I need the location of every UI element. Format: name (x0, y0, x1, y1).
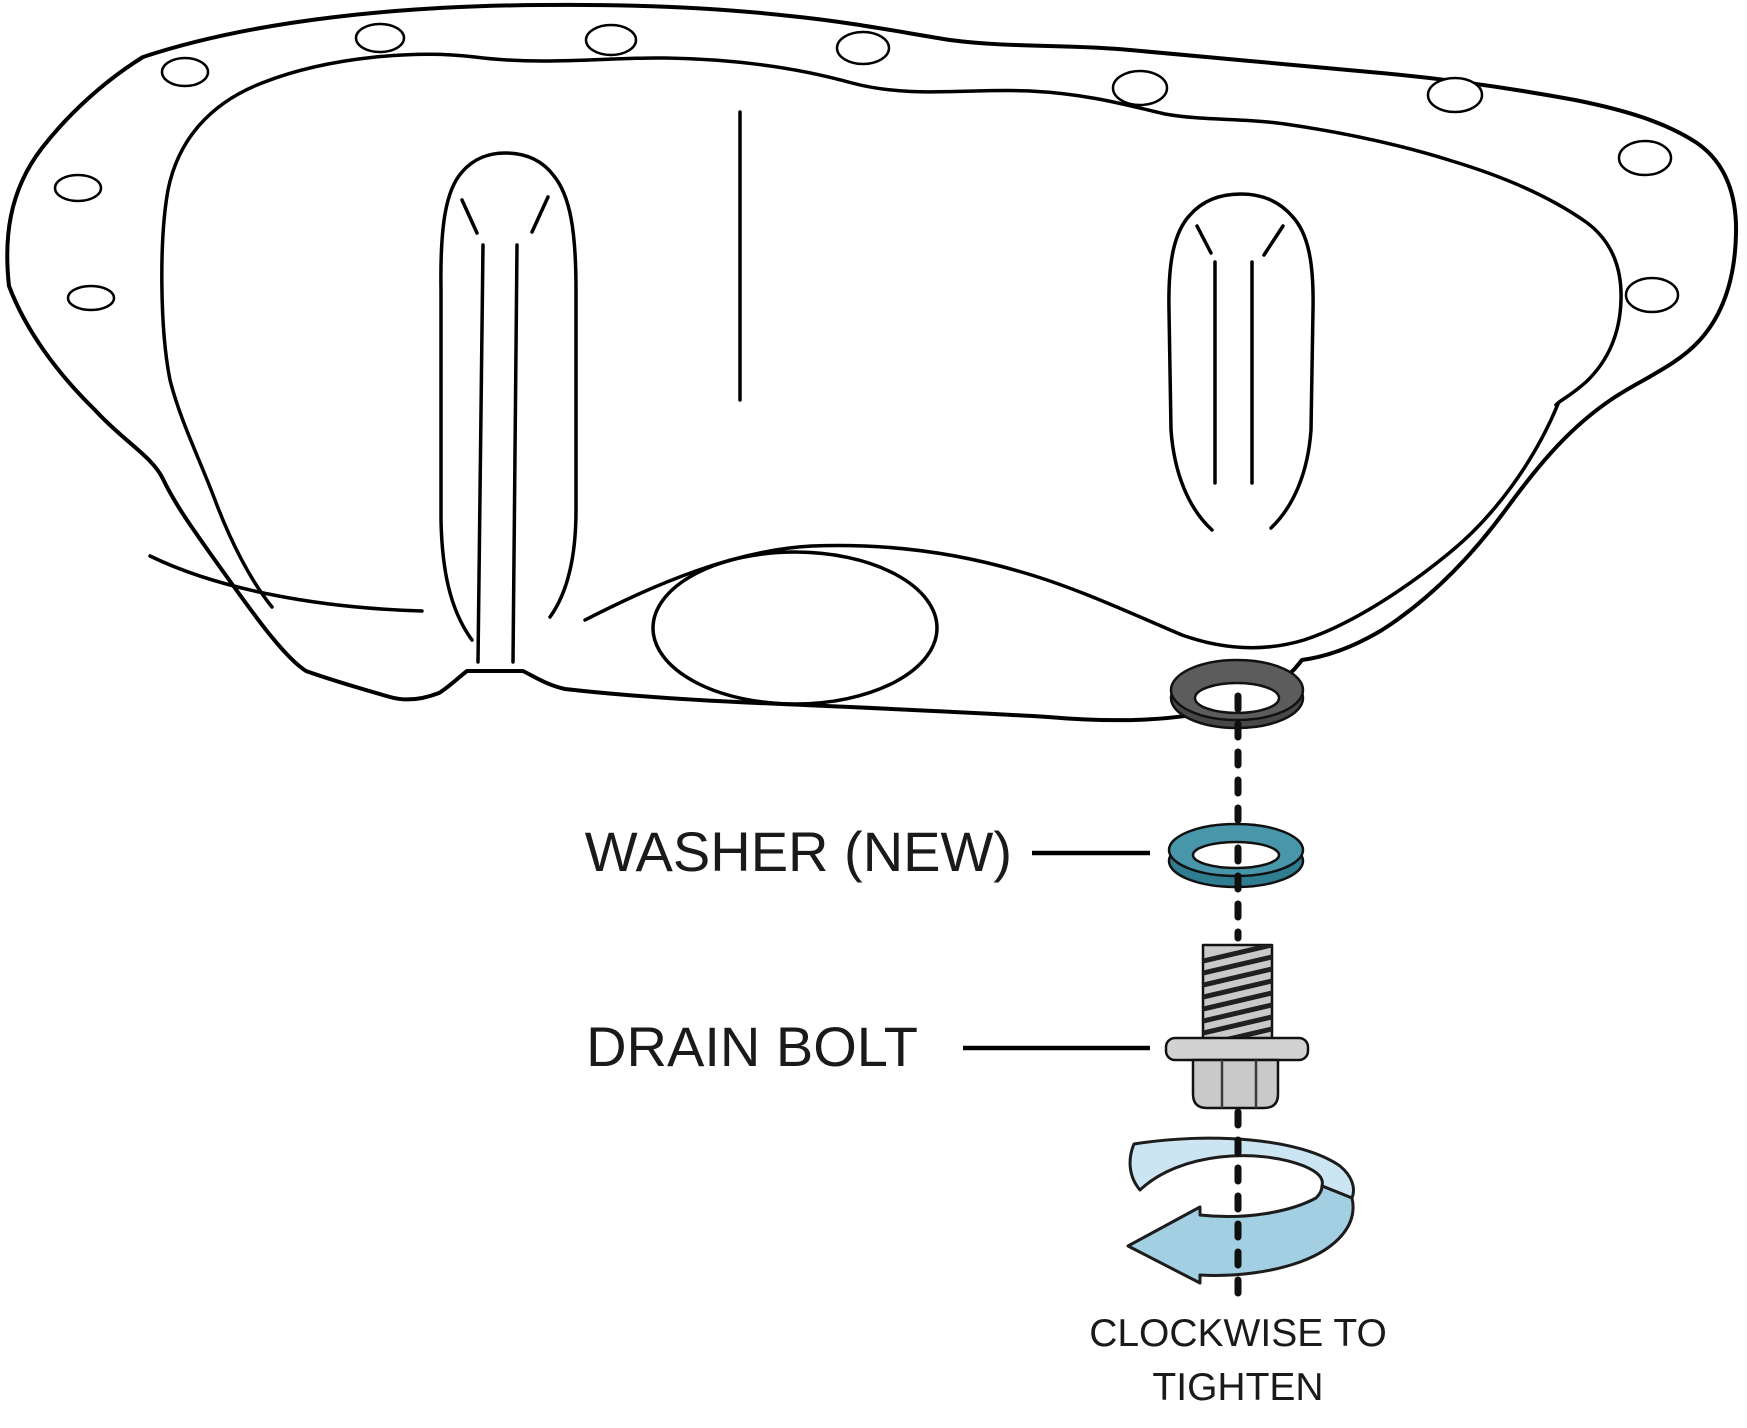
rib-left-crease-1 (476, 243, 485, 664)
drain-bolt (1164, 943, 1310, 1110)
rotation-note-line1: CLOCKWISE TO (1089, 1312, 1387, 1355)
bolt-hole (584, 23, 638, 57)
bolt-hole (1617, 139, 1673, 177)
bolt-flange (1164, 1036, 1310, 1062)
rib-left-tick-left (460, 198, 479, 235)
bolt-hex-head (1191, 1058, 1280, 1110)
bolt-hole (1111, 69, 1169, 107)
bolt-hole (1426, 76, 1484, 114)
pan-inner-flange-line (160, 52, 1623, 609)
flange-bolt-holes (53, 22, 1680, 314)
pan-sump-contour (583, 402, 1560, 650)
rib-right-tick-right (1262, 224, 1285, 257)
rib-right-outline (1167, 192, 1315, 532)
bolt-hole (160, 56, 210, 88)
rib-left-outline (439, 151, 578, 642)
clockwise-arrow-ribbon-top (1128, 1136, 1355, 1200)
bolt-hole (354, 22, 406, 54)
pan-oval-depression (651, 550, 939, 706)
bolt-hole (66, 284, 116, 312)
pan-rib-left (439, 151, 578, 664)
pan-rib-right (1167, 192, 1315, 532)
rib-right-tick-left (1195, 224, 1213, 255)
bolt-hole (53, 173, 103, 203)
rotation-note-line2: TIGHTEN (1152, 1366, 1323, 1409)
pan-lower-left-contour (148, 554, 424, 613)
bolt-hole (835, 30, 891, 66)
washer-label: WASHER (NEW) (585, 820, 1012, 883)
rib-left-tick-right (530, 195, 550, 234)
annotations: WASHER (NEW) DRAIN BOLT CLOCKWISE TO TIG… (585, 820, 1387, 1409)
oil-pan (5, 2, 1739, 723)
drain-bolt-label: DRAIN BOLT (586, 1015, 918, 1078)
rib-left-crease-2 (511, 243, 519, 664)
bolt-hole (1624, 276, 1680, 314)
pan-silhouette (5, 2, 1739, 723)
